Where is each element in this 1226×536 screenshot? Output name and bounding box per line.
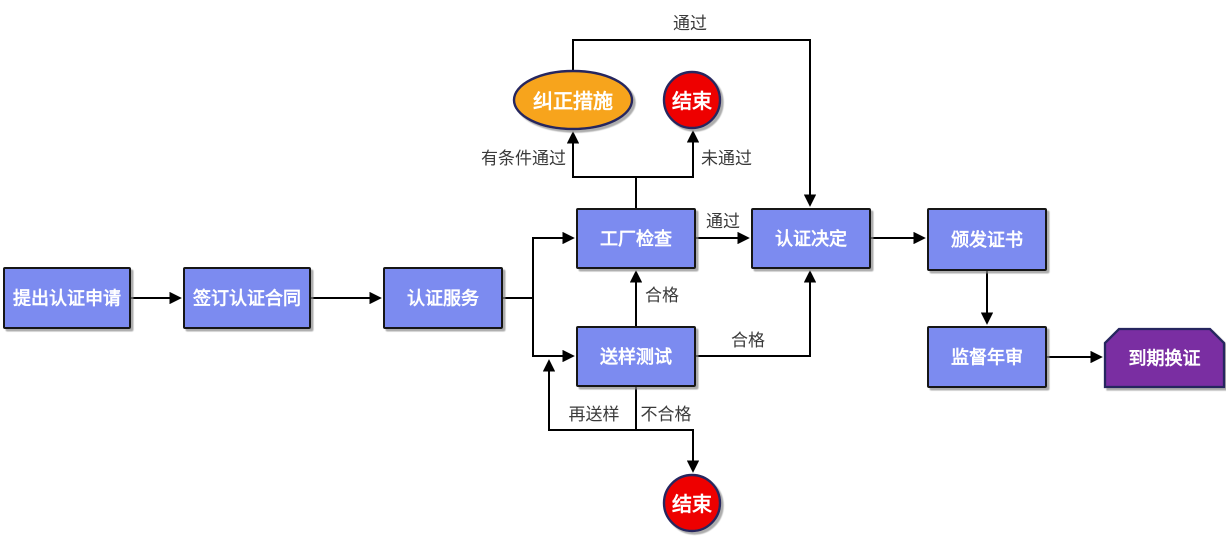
node-corrective-measures: 纠正措施 [512,69,634,131]
node-shape-certification-decision [751,208,871,269]
edge-split-to-inspection [532,231,575,298]
edge-label-corrective-to-decision: 通过 [673,14,707,34]
node-label-sign-contract: 签订认证合同 [192,288,301,310]
node-sample-testing: 送样测试 [576,326,696,387]
node-label-end-bottom: 结束 [672,492,713,516]
edge-split-to-testing [532,298,575,363]
node-end-bottom: 结束 [662,473,722,533]
node-label-issue-certificate: 颁发证书 [951,229,1023,251]
node-supervision-annual-review: 监督年审 [927,326,1047,388]
node-shape-sample-testing [576,326,696,387]
node-label-submit-application: 提出认证申请 [13,288,121,310]
node-certificate-renewal: 到期换证 [1103,327,1226,389]
node-shape-certification-service [383,267,503,329]
node-shape-supervision-annual-review [927,326,1047,388]
node-factory-inspection: 工厂检查 [576,208,696,269]
node-shape-certificate-renewal [1103,327,1226,389]
node-label-factory-inspection: 工厂检查 [600,228,672,250]
edge-label-testing-fail: 不合格 [641,405,692,425]
edge-label-testing-resubmit: 再送样 [569,405,620,425]
edge-label-testing-to-inspection: 合格 [645,286,679,306]
node-sign-contract: 签订认证合同 [183,267,311,329]
edge-label-testing-to-decision: 合格 [731,331,765,351]
node-shape-sign-contract [183,267,311,329]
node-certification-decision: 认证决定 [751,208,871,269]
node-label-corrective-measures: 纠正措施 [533,89,613,113]
node-label-end-top: 结束 [672,89,713,113]
node-label-certification-service: 认证服务 [407,288,480,310]
edge-inspection-to-end [636,130,700,178]
edge-labels-layer: 合格通过有条件通过未通过通过合格不合格再送样 [481,14,765,425]
edge-testing-fail [635,386,700,473]
node-certification-service: 认证服务 [383,267,503,329]
node-end-top: 结束 [662,70,722,130]
edge-label-inspection-to-decision: 通过 [706,212,740,232]
node-issue-certificate: 颁发证书 [927,208,1047,271]
node-shape-submit-application [3,267,131,329]
edge-corrective-to-decision [572,39,817,207]
edge-testing-resubmit [542,359,636,431]
node-shape-end-bottom [662,473,722,533]
node-label-supervision-annual-review: 监督年审 [951,347,1023,369]
node-shape-issue-certificate [927,208,1047,271]
node-shape-corrective-measures [512,69,634,131]
edge-inspection-to-corrective [566,131,637,209]
node-shape-end-top [662,70,722,130]
node-label-sample-testing: 送样测试 [599,346,672,368]
node-label-certification-decision: 认证决定 [775,228,847,250]
node-shape-factory-inspection [576,208,696,269]
node-submit-application: 提出认证申请 [3,267,131,329]
edge-label-inspection-to-corrective: 有条件通过 [481,149,566,169]
edge-testing-to-decision [695,270,817,357]
edge-label-inspection-to-end: 未通过 [701,149,752,169]
edges-layer [130,39,1103,473]
node-label-certificate-renewal: 到期换证 [1129,348,1201,370]
